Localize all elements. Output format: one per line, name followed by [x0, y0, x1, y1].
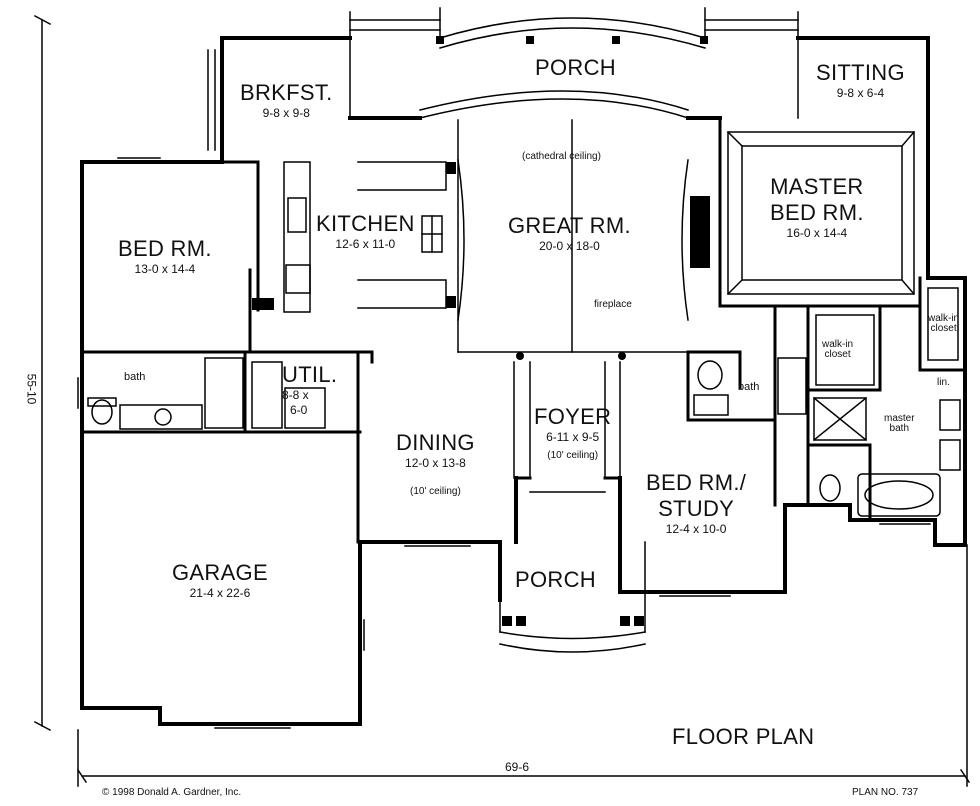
bed-study-name-2: STUDY	[658, 496, 735, 521]
walkin-closet-1-line1: walk-in	[822, 339, 854, 350]
great-rm-dims: 20-0 x 18-0	[539, 239, 600, 253]
sitting-dims: 9-8 x 6-4	[836, 86, 885, 100]
bath-mid-label: bath	[738, 381, 760, 393]
bed-study-label-group: BED RM./ STUDY 12-4 x 10-0	[646, 470, 747, 536]
bed-study-name-1: BED RM./	[646, 470, 747, 495]
util-name: UTIL.	[282, 362, 338, 387]
porch-rear-label: PORCH	[535, 55, 616, 80]
garage-name: GARAGE	[172, 560, 268, 585]
kitchen-label-group: KITCHEN 12-6 x 11-0	[316, 211, 415, 251]
garage-dims: 21-4 x 22-6	[189, 586, 251, 600]
walkin-closet-1-line2: closet	[824, 349, 851, 360]
dining-name: DINING	[396, 430, 475, 455]
walkin-closet-2-line1: walk-in	[928, 313, 960, 324]
master-bed-label-group: MASTER BED RM. 16-0 x 14-4	[770, 174, 864, 240]
foyer-dims: 6-11 x 9-5	[546, 430, 600, 444]
master-bath-line2: bath	[889, 423, 910, 434]
kitchen-name: KITCHEN	[316, 211, 415, 236]
brkfst-dims: 9-8 x 9-8	[262, 106, 310, 120]
overall-width-dimension: 69-6	[505, 760, 530, 774]
util-dims-2: 6-0	[290, 403, 308, 417]
dining-label-group: DINING 12-0 x 13-8 (10' ceiling)	[396, 432, 475, 497]
bed-rm-dims: 13-0 x 14-4	[134, 262, 196, 276]
great-rm-label-group: GREAT RM. 20-0 x 18-0	[508, 213, 631, 253]
walkin-closet-1-label: walk-in closet	[822, 340, 853, 360]
overall-depth-dimension: 55-10	[24, 373, 39, 405]
master-bed-name-2: BED RM.	[770, 200, 864, 225]
fireplace-label: fireplace	[594, 299, 632, 310]
copyright-text: © 1998 Donald A. Gardner, Inc.	[102, 787, 242, 798]
kitchen-dims: 12-6 x 11-0	[335, 237, 396, 251]
util-label-group: UTIL. 8-8 x 6-0	[282, 362, 338, 417]
util-dims-1: 8-8 x	[282, 388, 309, 402]
great-rm-name: GREAT RM.	[508, 213, 631, 238]
dining-dims: 12-0 x 13-8	[405, 456, 466, 470]
interior-walls	[80, 116, 967, 544]
plan-number: PLAN NO. 737	[852, 787, 919, 798]
sitting-name: SITTING	[816, 60, 905, 85]
foyer-ceiling-note: (10' ceiling)	[547, 450, 599, 461]
porch-front-label: PORCH	[515, 567, 596, 592]
walkin-closet-2-label: walk-in closet	[928, 314, 959, 334]
walkin-closet-2-line2: closet	[930, 323, 957, 334]
detail-lines	[33, 7, 971, 787]
floor-plan-title: FLOOR PLAN	[672, 724, 815, 749]
brkfst-name: BRKFST.	[240, 80, 333, 105]
sitting-label-group: SITTING 9-8 x 6-4	[816, 60, 905, 100]
exterior-walls	[80, 36, 967, 726]
garage-label-group: GARAGE 21-4 x 22-6	[172, 560, 268, 600]
posts	[252, 36, 710, 626]
master-bath-label: master bath	[884, 414, 915, 434]
foyer-label-group: FOYER 6-11 x 9-5 (10' ceiling)	[534, 406, 611, 461]
brkfst-label-group: BRKFST. 9-8 x 9-8	[240, 80, 333, 120]
foyer-name: FOYER	[534, 404, 612, 429]
great-rm-ceiling-note: (cathedral ceiling)	[522, 151, 601, 162]
master-bath-line1: master	[884, 413, 915, 424]
bath-left-label: bath	[124, 371, 146, 383]
bed-study-dims: 12-4 x 10-0	[665, 522, 727, 536]
master-bed-dims: 16-0 x 14-4	[786, 226, 848, 240]
master-bed-name-1: MASTER	[770, 174, 864, 199]
bed-rm-name: BED RM.	[118, 236, 212, 261]
dining-ceiling-note: (10' ceiling)	[409, 486, 461, 497]
bed-rm-label-group: BED RM. 13-0 x 14-4	[118, 236, 212, 276]
linen-label: lin.	[937, 377, 950, 388]
